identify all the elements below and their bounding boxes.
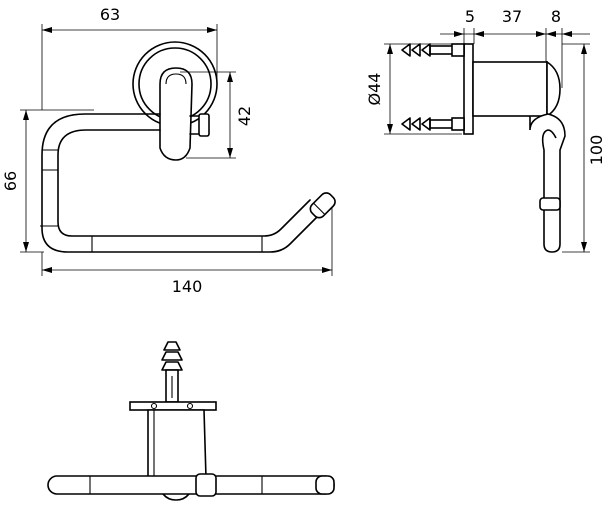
side-body	[472, 61, 548, 117]
dim-label-37: 37	[502, 7, 522, 26]
dim-label-42: 42	[235, 106, 254, 126]
dim-label-100: 100	[587, 135, 606, 166]
dim-label-44: Ø44	[365, 73, 384, 106]
dim-label-5: 5	[465, 7, 475, 26]
set-screw	[198, 113, 210, 137]
side-body-cap	[546, 60, 561, 118]
wall-plug-top	[401, 43, 465, 57]
front-view: 63 42 66 140	[1, 5, 336, 296]
dim-label-8: 8	[551, 7, 561, 26]
dim-label-63: 63	[100, 5, 120, 24]
side-rod	[529, 113, 566, 253]
rod-end-cap	[309, 192, 336, 219]
top-rod	[47, 475, 335, 495]
top-wall-plate	[129, 401, 217, 411]
rod-outer-line	[41, 113, 321, 253]
dim-label-140: 140	[172, 277, 203, 296]
rod-inner-line	[57, 129, 311, 237]
dim-label-66: 66	[1, 171, 20, 191]
top-wall-plug	[161, 341, 183, 403]
top-set-screw	[195, 473, 217, 497]
wall-plug-bottom	[401, 117, 465, 131]
top-body	[147, 409, 207, 479]
top-view	[47, 341, 335, 501]
side-wall-plate	[463, 43, 474, 135]
side-view: 5 37 8 Ø44 100	[365, 7, 606, 253]
holder-body	[159, 67, 193, 161]
side-rod-collar	[539, 197, 561, 211]
top-rod-end-cap	[315, 475, 335, 495]
rod-joints	[40, 149, 263, 252]
holder-cap	[165, 73, 187, 85]
